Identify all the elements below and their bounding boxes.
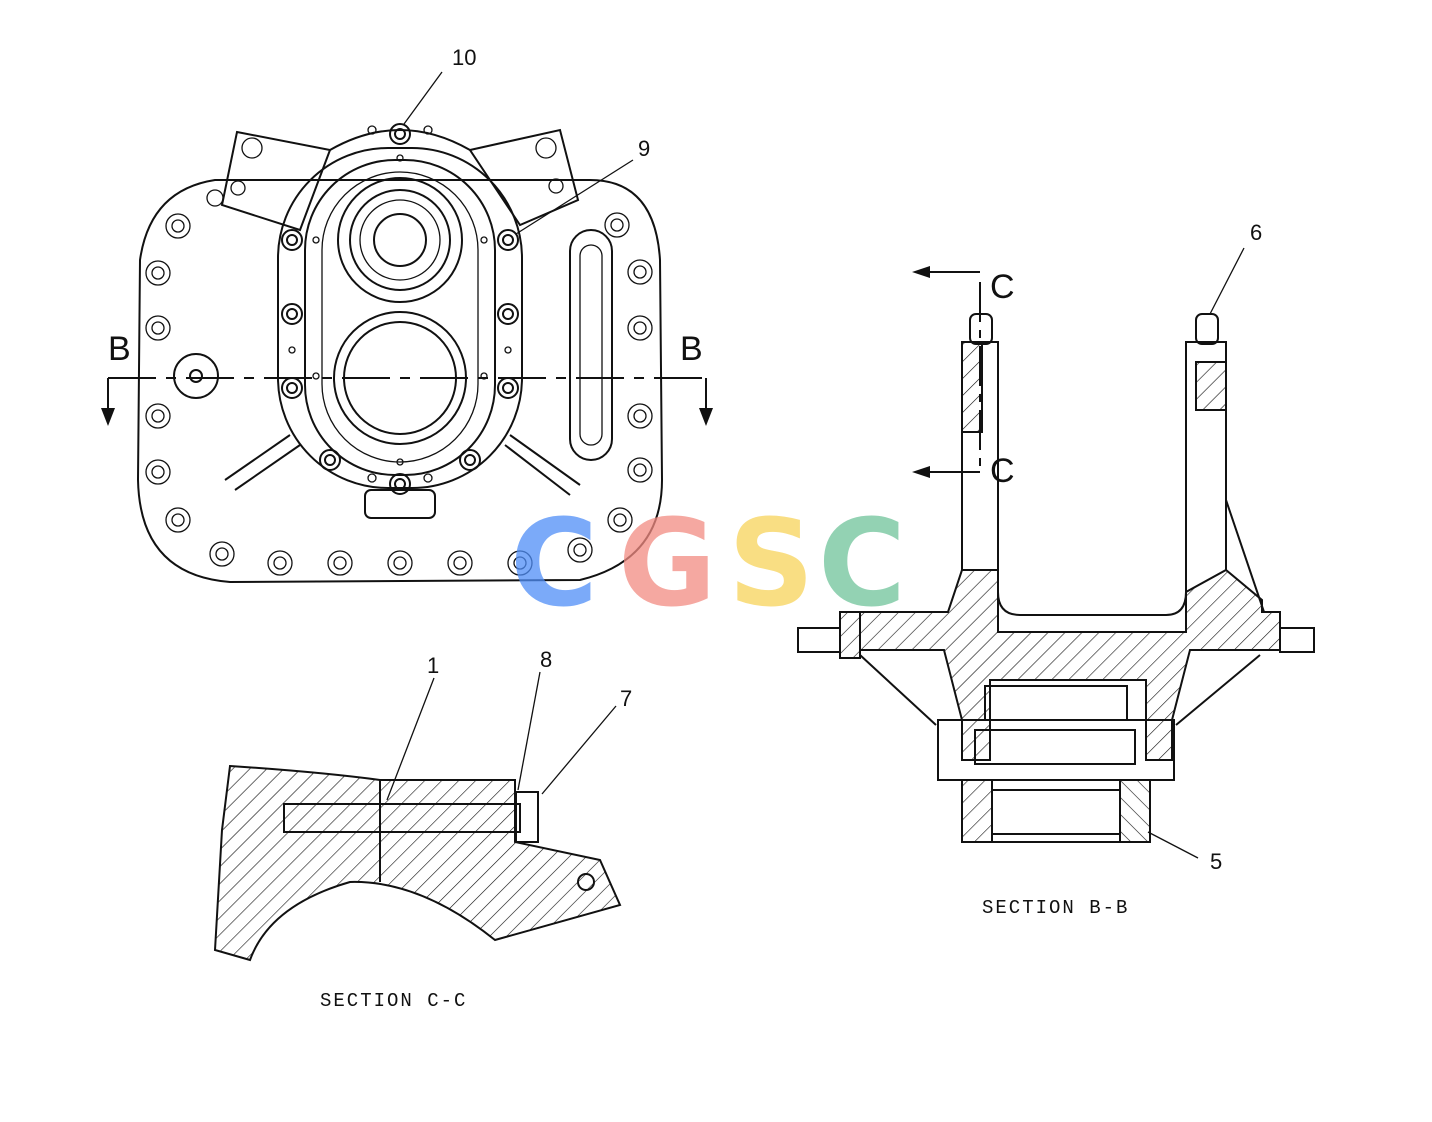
watermark-letter-4: C [818,495,906,634]
watermark-letter-3: S [728,495,814,634]
caption-section-cc: SECTION C-C [320,990,467,1012]
section-mark-c-bottom: C [990,452,1015,490]
watermark-logo: C G S C [510,495,906,634]
callout-10: 10 [452,45,476,70]
section-mark-b-right: B [680,330,703,368]
section-cc-view [213,764,622,962]
watermark-letter-1: C [510,495,598,634]
section-mark-c-top: C [990,268,1015,306]
section-bb-view [797,266,1315,843]
watermark-letter-2: G [618,495,717,634]
callout-9: 9 [638,136,650,161]
section-mark-b-left: B [108,330,131,368]
callout-6: 6 [1250,220,1262,245]
callout-8: 8 [540,647,552,672]
callout-1: 1 [427,653,439,678]
callout-5: 5 [1210,849,1222,874]
callout-7: 7 [620,686,632,711]
housing-top-view [101,123,713,584]
caption-section-bb: SECTION B-B [982,897,1129,919]
